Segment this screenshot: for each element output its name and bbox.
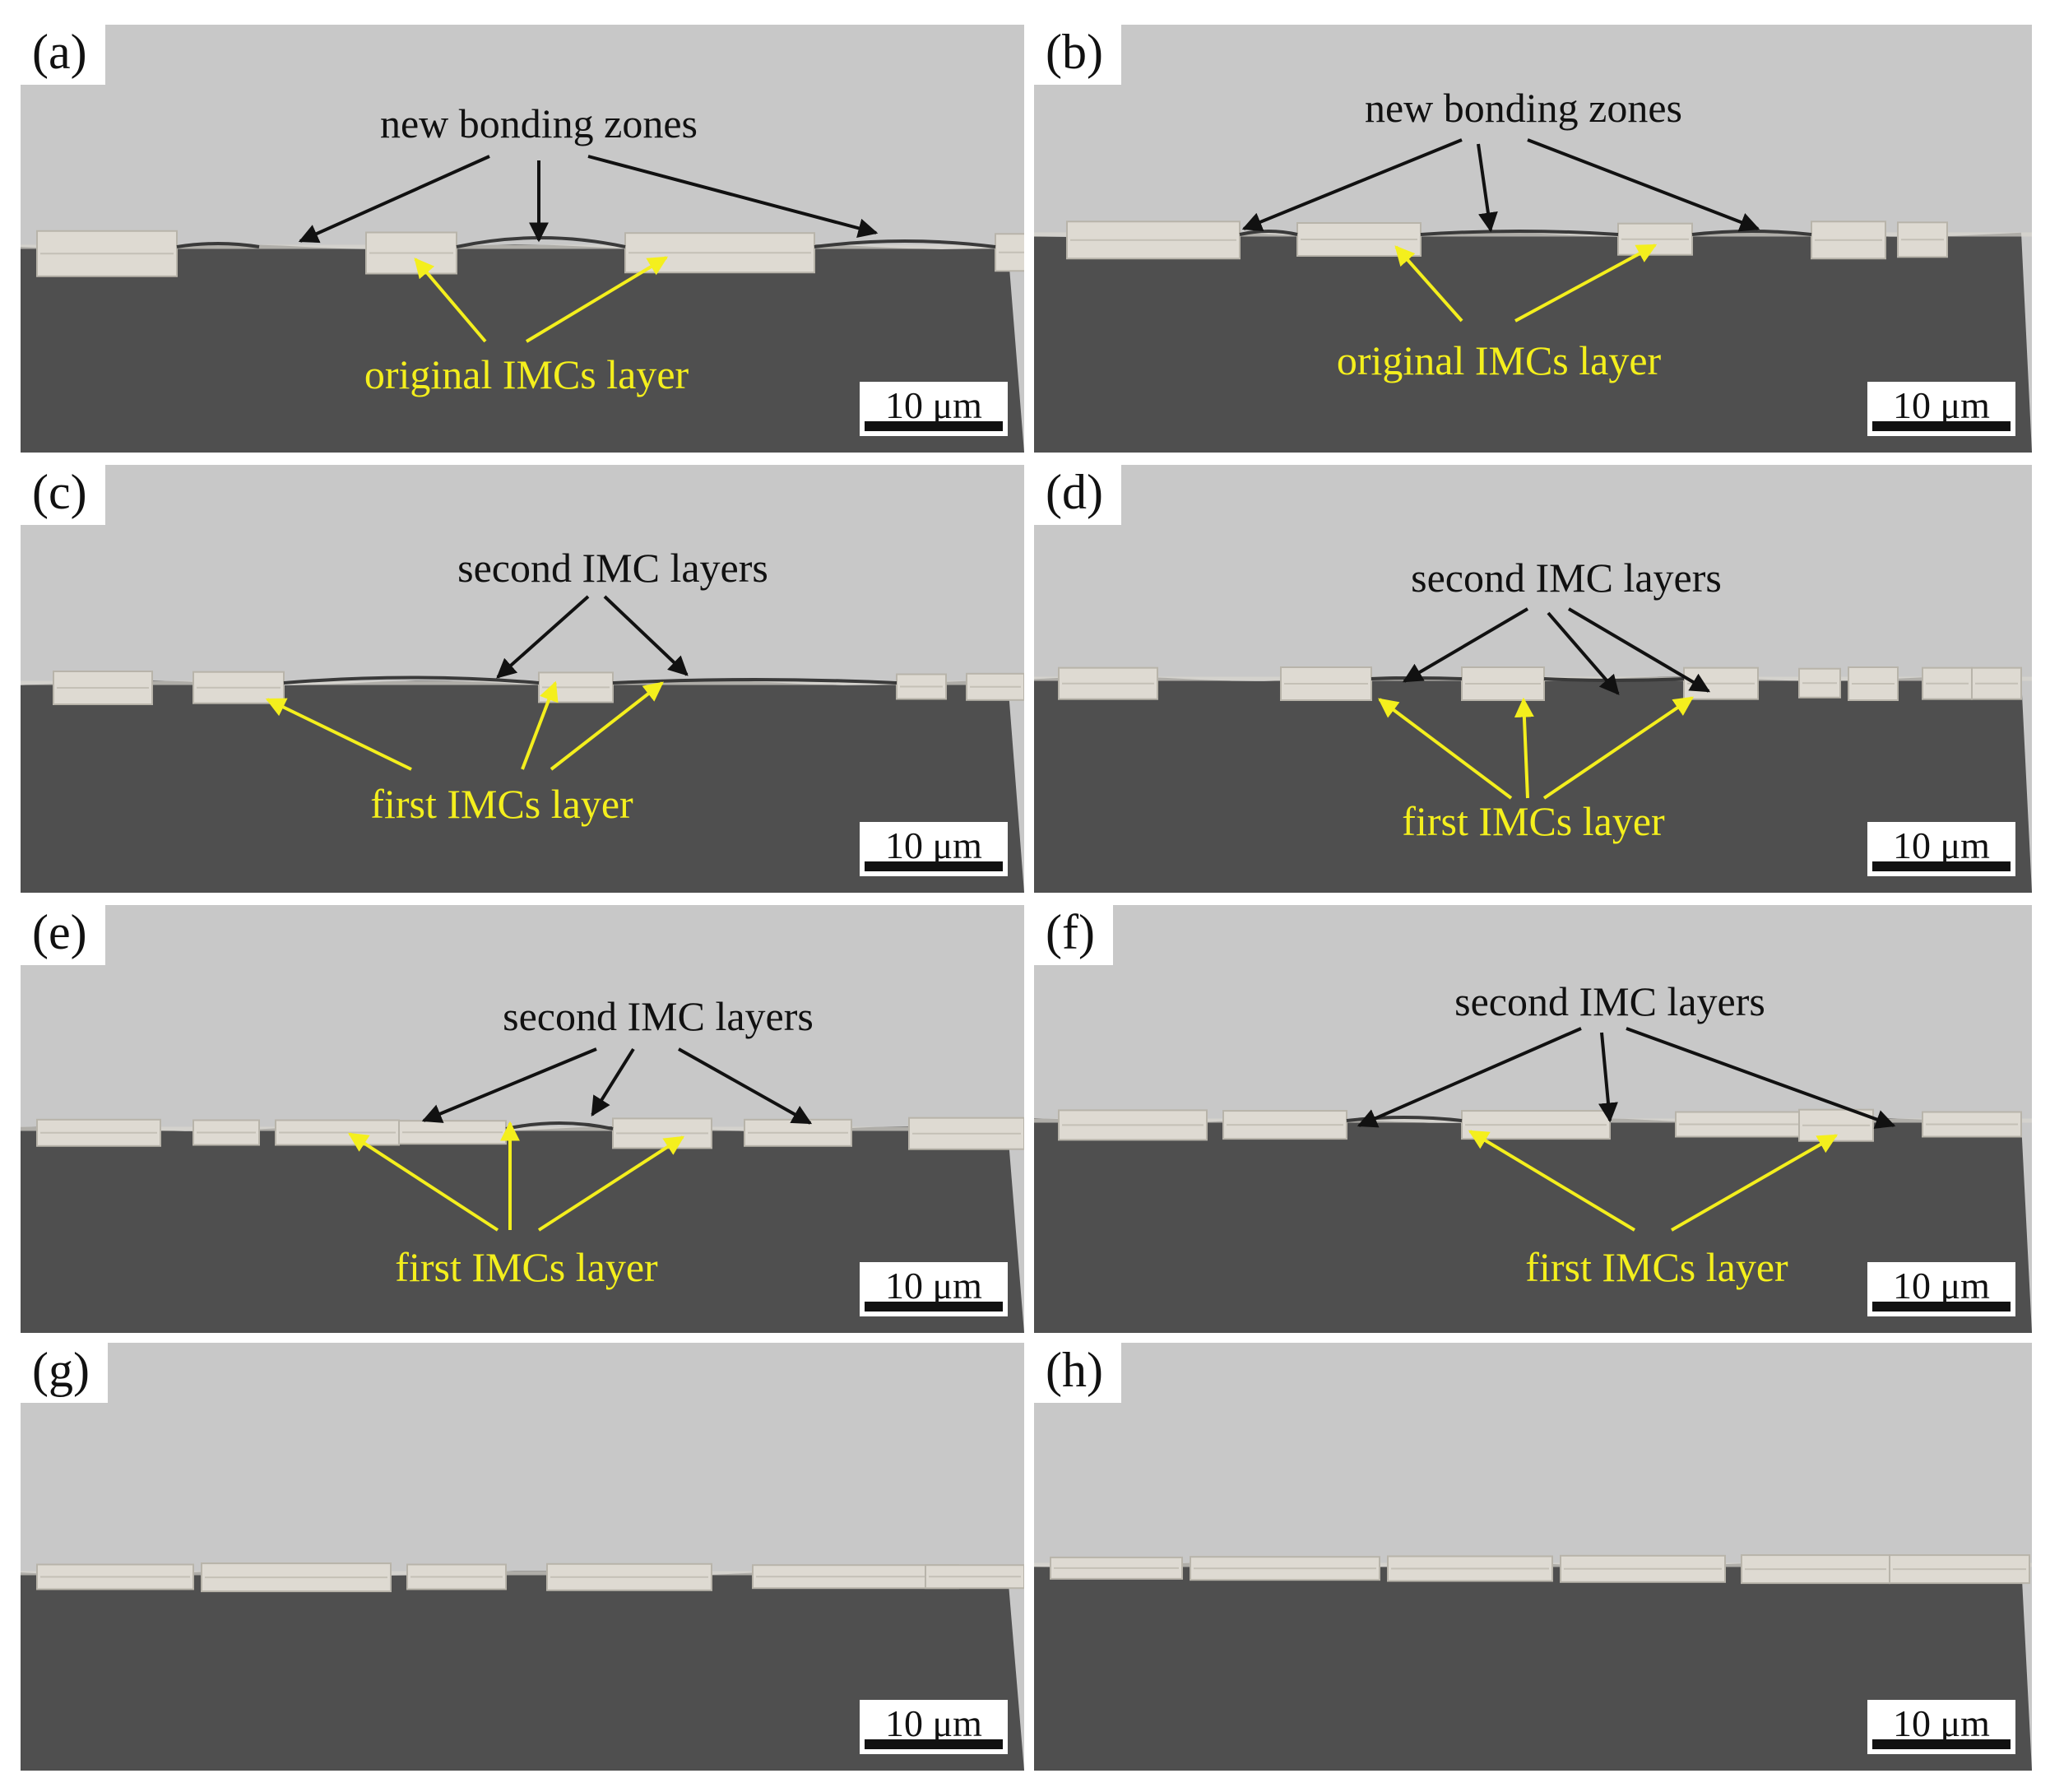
scale-bar-label-g: 10 μm [885,1702,982,1744]
annotation-second-imc-layers-f: second IMC layers [1454,978,1765,1024]
scale-bar-label-h: 10 μm [1893,1702,1990,1744]
annotation-original-imcs-layer-a: original IMCs layer [364,351,689,397]
panel-label-b: (b) [1034,25,1121,85]
panel-label-e: (e) [21,905,105,965]
annotation-first-imcs-layer-f: first IMCs layer [1525,1244,1788,1290]
scale-bar-line-g [865,1739,1003,1749]
panel-e: (e) second IMC layers first IMCs layer 1… [21,905,1024,1333]
scale-bar-h: 10 μm [1867,1700,2015,1754]
scale-bar-label-a: 10 μm [885,384,982,426]
scale-bar-line-d [1872,861,2011,871]
scale-bar-label-f: 10 μm [1893,1265,1990,1307]
bonding-zone-edge [1420,230,1619,236]
scale-bar-label-b: 10 μm [1893,384,1990,426]
panel-f: (f) second IMC layers first IMCs layer 1… [1034,905,2032,1333]
bonding-zone-edge [1371,676,1463,680]
scale-bar-a: 10 μm [860,382,1008,436]
panel-d: (d) second IMC layers first IMCs layer 1… [1034,465,2032,893]
micrograph-h [1034,1343,2032,1771]
panel-c: (c) second IMC layers first IMCs layer 1… [21,465,1024,893]
micrograph-a [21,25,1024,453]
annotation-second-imc-layers-d: second IMC layers [1411,555,1722,601]
panel-a: (a) new bonding zones original IMCs laye… [21,25,1024,453]
micrograph-e [21,905,1024,1333]
scale-bar-d: 10 μm [1867,822,2015,876]
lower-metal-region [1034,1562,2032,1771]
panel-h: (h) 10 μm [1034,1343,2032,1771]
lower-metal-region [1034,232,2032,453]
scale-bar-label-d: 10 μm [1893,824,1990,866]
panel-label-a: (a) [21,25,105,85]
lower-metal-region [1034,676,2032,893]
annotation-second-imc-layers-c: second IMC layers [457,545,768,591]
scale-bar-line-c [865,861,1003,871]
panel-label-g: (g) [21,1343,108,1403]
annotation-first-imcs-layer-e: first IMCs layer [395,1244,658,1290]
annotation-new-bonding-zones-b: new bonding zones [1364,85,1683,131]
bonding-zone-edge [814,239,996,248]
bonding-zone-edge [1543,677,1685,682]
scale-bar-b: 10 μm [1867,382,2015,436]
panel-label-d: (d) [1034,465,1121,525]
bonding-zone-edge [283,675,540,685]
scale-bar-line-e [865,1302,1003,1312]
lower-metal-region [21,244,1024,453]
scale-bar-line-a [865,421,1003,431]
panel-label-c: (c) [21,465,105,525]
scale-bar-e: 10 μm [860,1262,1008,1316]
scale-bar-label-c: 10 μm [885,824,982,866]
micrograph-d [1034,465,2032,893]
lower-metal-region [21,1126,1024,1333]
panel-g: (g) 10 μm [21,1343,1024,1771]
bonding-zone-edge [176,242,260,248]
scale-bar-line-f [1872,1302,2011,1312]
scale-bar-g: 10 μm [860,1700,1008,1754]
annotation-original-imcs-layer-b: original IMCs layer [1336,337,1662,383]
micrograph-b [1034,25,2032,453]
bonding-zone-edge [1239,230,1298,236]
annotation-first-imcs-layer-d: first IMCs layer [1402,798,1665,844]
bonding-zone-edge [612,678,897,685]
scale-bar-line-b [1872,421,2011,431]
micrograph-g [21,1343,1024,1771]
scale-bar-line-h [1872,1739,2011,1749]
panel-label-f: (f) [1034,905,1113,965]
panel-b: (b) new bonding zones original IMCs laye… [1034,25,2032,453]
lower-metal-region [21,1571,1024,1771]
annotation-new-bonding-zones-a: new bonding zones [379,100,698,146]
scale-bar-f: 10 μm [1867,1262,2015,1316]
scale-bar-label-e: 10 μm [885,1265,982,1307]
panel-label-h: (h) [1034,1343,1121,1403]
scale-bar-c: 10 μm [860,822,1008,876]
annotation-first-imcs-layer-c: first IMCs layer [370,781,633,827]
annotation-second-imc-layers-e: second IMC layers [503,993,814,1039]
